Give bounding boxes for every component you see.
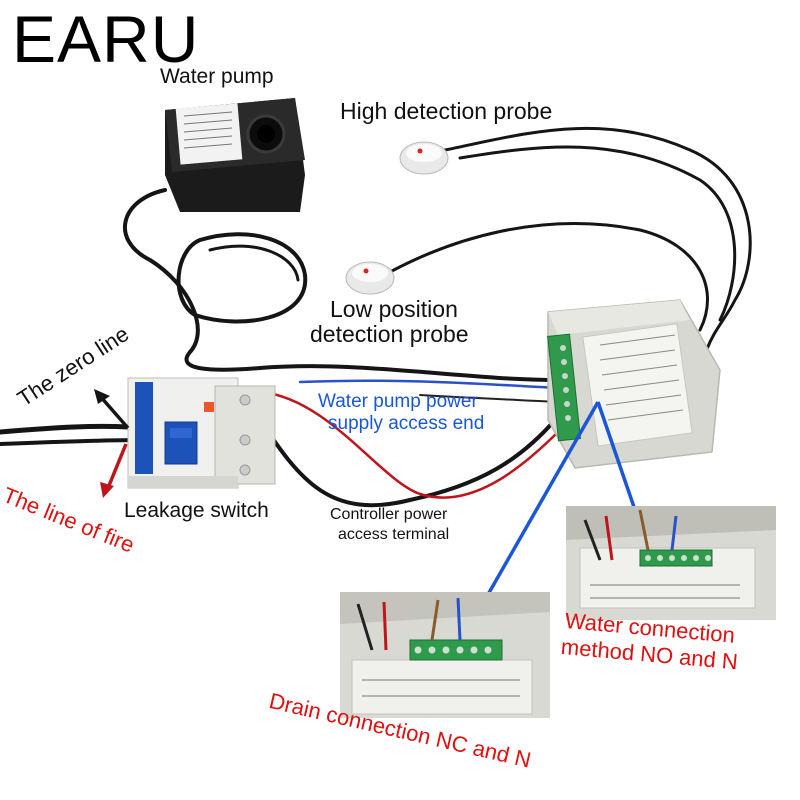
red-wire [260, 390, 562, 499]
inset-drain-connection [340, 592, 550, 718]
inset-drain-terminal [409, 639, 503, 661]
pump-cable-coil-2 [208, 244, 300, 282]
leakage-switch [127, 377, 276, 489]
high-detection-probe [399, 141, 449, 175]
controller-label [582, 323, 693, 447]
dark-wire [419, 394, 561, 403]
inset-water-connection [566, 506, 776, 620]
pump-sticker-text [183, 111, 233, 149]
low-detection-probe [345, 261, 395, 295]
breaker-test-button [204, 402, 214, 412]
leakage-switch-label: Leakage switch [124, 499, 269, 522]
water-pump [165, 98, 305, 212]
inset-water-terminal [639, 549, 713, 567]
zero-line-arrow [98, 394, 130, 430]
pump-power-label-line2: supply access end [328, 413, 485, 434]
blue-wire [298, 379, 562, 390]
output-cable [258, 418, 557, 508]
input-cable-2 [0, 438, 142, 446]
low-probe-label-line2: detection probe [310, 321, 469, 347]
low-probe-cable [388, 222, 709, 332]
pump-cable [122, 188, 562, 382]
brand-logo: EARU [12, 2, 200, 76]
high-probe-label: High detection probe [340, 98, 553, 124]
breaker-stripe [135, 382, 153, 474]
pump-outlet-hole [257, 125, 275, 143]
terminal-screws [560, 345, 571, 421]
controller-label-text [599, 334, 684, 421]
high-probe-cable [443, 126, 752, 397]
drain-arrow [476, 401, 600, 613]
high-probe-cable-2 [458, 145, 737, 322]
fire-line-arrow [106, 443, 128, 489]
pump-sticker [175, 103, 243, 165]
pump-cable-coil [176, 232, 308, 324]
low-probe-label-line1: Low position [330, 296, 458, 322]
water-pump-label: Water pump [160, 65, 274, 88]
pump-power-label-line1: Water pump power [318, 391, 478, 412]
controller-module [547, 299, 721, 469]
input-cable-1 [0, 423, 143, 435]
controller-terminal-block [547, 333, 582, 442]
controller-power-label-line1: Controller power [330, 506, 448, 523]
controller-power-label-line2: access terminal [338, 526, 450, 543]
cables [0, 126, 752, 508]
